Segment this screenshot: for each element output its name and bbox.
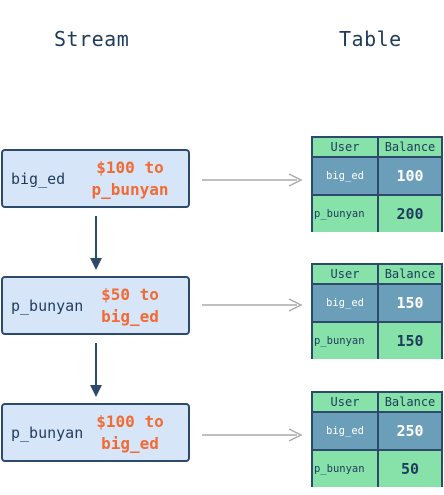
table-cell-user: p_bunyan [313, 323, 377, 359]
stream-event-1: big_ed $100 to p_bunyan [1, 149, 190, 208]
table-cell-user: p_bunyan [313, 451, 377, 487]
balance-table-2: User Balance big_ed 150 p_bunyan 150 [311, 263, 443, 359]
table-cell-user: big_ed [313, 158, 377, 194]
event-user: big_ed [11, 169, 66, 188]
column-header-user: User [313, 138, 377, 156]
column-header-balance: Balance [379, 138, 441, 156]
stream-heading: Stream [54, 27, 130, 51]
stream-down-arrow-icon [90, 216, 102, 270]
event-amount-line2: big_ed [101, 433, 159, 453]
column-header-user: User [313, 265, 377, 283]
column-header-balance: Balance [379, 393, 441, 411]
stream-to-table-arrow-icon [202, 173, 303, 187]
event-amount-line2: big_ed [101, 306, 159, 326]
table-cell-balance: 100 [379, 158, 441, 194]
event-amount-line2: p_bunyan [91, 179, 169, 199]
column-header-balance: Balance [379, 265, 441, 283]
stream-event-3: p_bunyan $100 to big_ed [1, 403, 190, 462]
stream-to-table-arrow-icon [202, 298, 303, 312]
balance-table-3: User Balance big_ed 250 p_bunyan 50 [311, 391, 443, 487]
table-heading: Table [339, 27, 402, 51]
event-amount-line1: $100 to [96, 411, 164, 431]
stream-down-arrow-icon [90, 343, 102, 397]
table-cell-balance: 250 [379, 413, 441, 449]
table-cell-user: p_bunyan [313, 196, 377, 232]
table-cell-balance: 200 [379, 196, 441, 232]
event-user: p_bunyan [11, 423, 84, 442]
event-user: p_bunyan [11, 296, 84, 315]
balance-table-1: User Balance big_ed 100 p_bunyan 200 [311, 136, 443, 232]
table-cell-balance: 150 [379, 285, 441, 321]
event-amount-line1: $50 to [101, 284, 159, 304]
column-header-user: User [313, 393, 377, 411]
table-cell-balance: 50 [379, 451, 441, 487]
stream-event-2: p_bunyan $50 to big_ed [1, 276, 190, 335]
stream-to-table-arrow-icon [202, 428, 303, 442]
table-cell-user: big_ed [313, 285, 377, 321]
event-amount-line1: $100 to [96, 157, 164, 177]
event-amount: $50 to big_ed [82, 284, 178, 328]
table-cell-user: big_ed [313, 413, 377, 449]
event-amount: $100 to big_ed [82, 411, 178, 455]
table-cell-balance: 150 [379, 323, 441, 359]
event-amount: $100 to p_bunyan [82, 157, 178, 201]
